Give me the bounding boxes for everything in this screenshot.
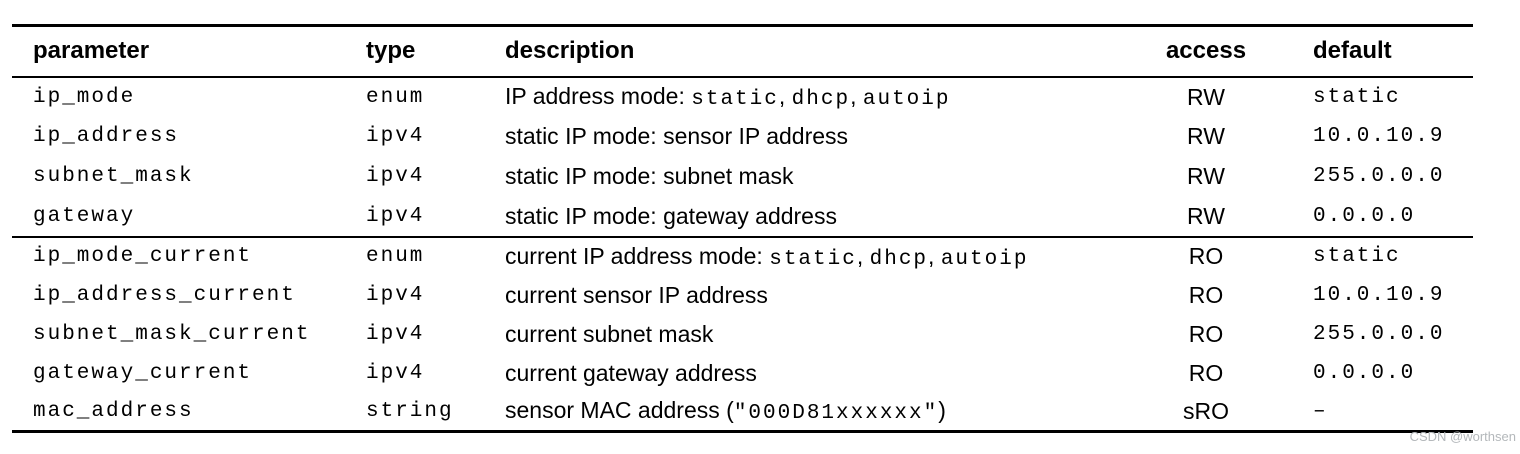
table-row: mac_address string sensor MAC address ("00…	[12, 393, 1473, 432]
default-cell: 10.0.10.9	[1313, 283, 1445, 307]
type-cell: enum	[366, 85, 425, 109]
inline-code: "000D81xxxxxx"	[733, 402, 939, 426]
type-cell: string	[366, 399, 454, 423]
header-parameter: parameter	[33, 37, 150, 65]
access-cell: RW	[1187, 202, 1225, 229]
description-cell: current IP address mode: static, dhcp, a…	[505, 237, 1145, 276]
table-group-settings: ip_mode enum IP address mode: static, dhcp…	[12, 77, 1473, 237]
description-text: static IP mode: subnet mask	[505, 163, 794, 189]
table-group-current: ip_mode_current enum current IP address mo…	[12, 237, 1473, 432]
description-cell: static IP mode: subnet mask	[505, 157, 1145, 197]
access-cell: RW	[1187, 163, 1225, 189]
header-type: type	[366, 37, 416, 65]
type-cell: ipv4	[366, 165, 425, 188]
access-cell: RW	[1187, 83, 1225, 110]
description-cell: current subnet mask	[505, 315, 1145, 354]
table-row: ip_address ipv4 static IP mode: sensor IP …	[12, 117, 1473, 157]
description-text: current sensor IP address	[505, 281, 768, 308]
default-cell: 0.0.0.0	[1313, 204, 1416, 228]
default-cell: –	[1313, 399, 1328, 423]
access-cell: sRO	[1183, 397, 1229, 424]
description-cell: current gateway address	[505, 354, 1145, 393]
type-cell: ipv4	[366, 204, 425, 228]
type-cell: enum	[366, 245, 425, 268]
table-row: ip_mode_current enum current IP address mo…	[12, 237, 1473, 276]
table-header-row: parameter type description access defaul…	[12, 26, 1473, 77]
description-text: ,	[856, 242, 870, 269]
parameter-cell: gateway_current	[33, 361, 253, 385]
header-access: access	[1165, 37, 1247, 65]
description-cell: sensor MAC address ("000D81xxxxxx")	[505, 393, 1145, 432]
description-text: ,	[928, 242, 941, 269]
parameter-cell: gateway	[33, 204, 136, 228]
inline-code: dhcp	[869, 247, 929, 271]
parameter-table: parameter type description access defaul…	[12, 24, 1473, 433]
description-text: current gateway address	[505, 359, 757, 386]
description-text: )	[938, 397, 946, 424]
type-cell: ipv4	[366, 125, 425, 148]
type-cell: ipv4	[366, 322, 425, 346]
description-text: sensor MAC address (	[505, 397, 734, 424]
description-text: static IP mode: sensor IP address	[505, 123, 849, 149]
access-cell: RW	[1187, 123, 1225, 149]
description-text: current IP address mode:	[505, 242, 770, 269]
inline-code: autoip	[862, 88, 951, 111]
default-cell: 0.0.0.0	[1313, 361, 1416, 385]
description-text: ,	[778, 83, 792, 109]
inline-code: dhcp	[791, 88, 851, 111]
inline-code: autoip	[940, 247, 1029, 271]
table-row: ip_mode enum IP address mode: static, dhcp…	[12, 77, 1473, 117]
parameter-cell: mac_address	[33, 399, 194, 423]
default-cell: 255.0.0.0	[1313, 322, 1445, 346]
access-cell: RO	[1188, 359, 1224, 386]
description-text: IP address mode:	[505, 83, 692, 109]
table-row: ip_address_current ipv4 current sensor IP …	[12, 276, 1473, 315]
table-row: subnet_mask_current ipv4 current subnet ma…	[12, 315, 1473, 354]
access-cell: RO	[1188, 281, 1224, 308]
parameter-cell: ip_mode_current	[33, 245, 253, 268]
parameter-cell: subnet_mask	[33, 165, 194, 188]
header-description: description	[505, 37, 635, 65]
parameter-cell: ip_address_current	[33, 283, 296, 307]
type-cell: ipv4	[366, 283, 425, 307]
parameter-cell: subnet_mask_current	[33, 322, 311, 346]
table-row: subnet_mask ipv4 static IP mode: subnet ma…	[12, 157, 1473, 197]
default-cell: static	[1313, 85, 1401, 109]
watermark: CSDN @worthsen	[1409, 429, 1516, 444]
table-row: gateway_current ipv4 current gateway addre…	[12, 354, 1473, 393]
table-header: parameter type description access defaul…	[12, 26, 1473, 77]
table-row: gateway ipv4 static IP mode: gateway addre…	[12, 197, 1473, 237]
description-cell: current sensor IP address	[505, 276, 1145, 315]
description-cell: IP address mode: static, dhcp, autoip	[505, 77, 1145, 117]
default-cell: static	[1313, 245, 1401, 268]
access-cell: RO	[1188, 320, 1224, 347]
header-default: default	[1313, 37, 1392, 65]
default-cell: 255.0.0.0	[1313, 165, 1445, 188]
type-cell: ipv4	[366, 361, 425, 385]
parameter-cell: ip_address	[33, 125, 180, 148]
inline-code: static	[769, 247, 857, 271]
default-cell: 10.0.10.9	[1313, 125, 1445, 148]
description-text: current subnet mask	[505, 320, 714, 347]
inline-code: static	[691, 88, 779, 111]
description-text: ,	[850, 83, 863, 109]
description-text: static IP mode: gateway address	[505, 202, 837, 229]
description-cell: static IP mode: sensor IP address	[505, 117, 1145, 157]
description-cell: static IP mode: gateway address	[505, 197, 1145, 237]
access-cell: RO	[1188, 243, 1224, 269]
parameter-cell: ip_mode	[33, 85, 136, 109]
